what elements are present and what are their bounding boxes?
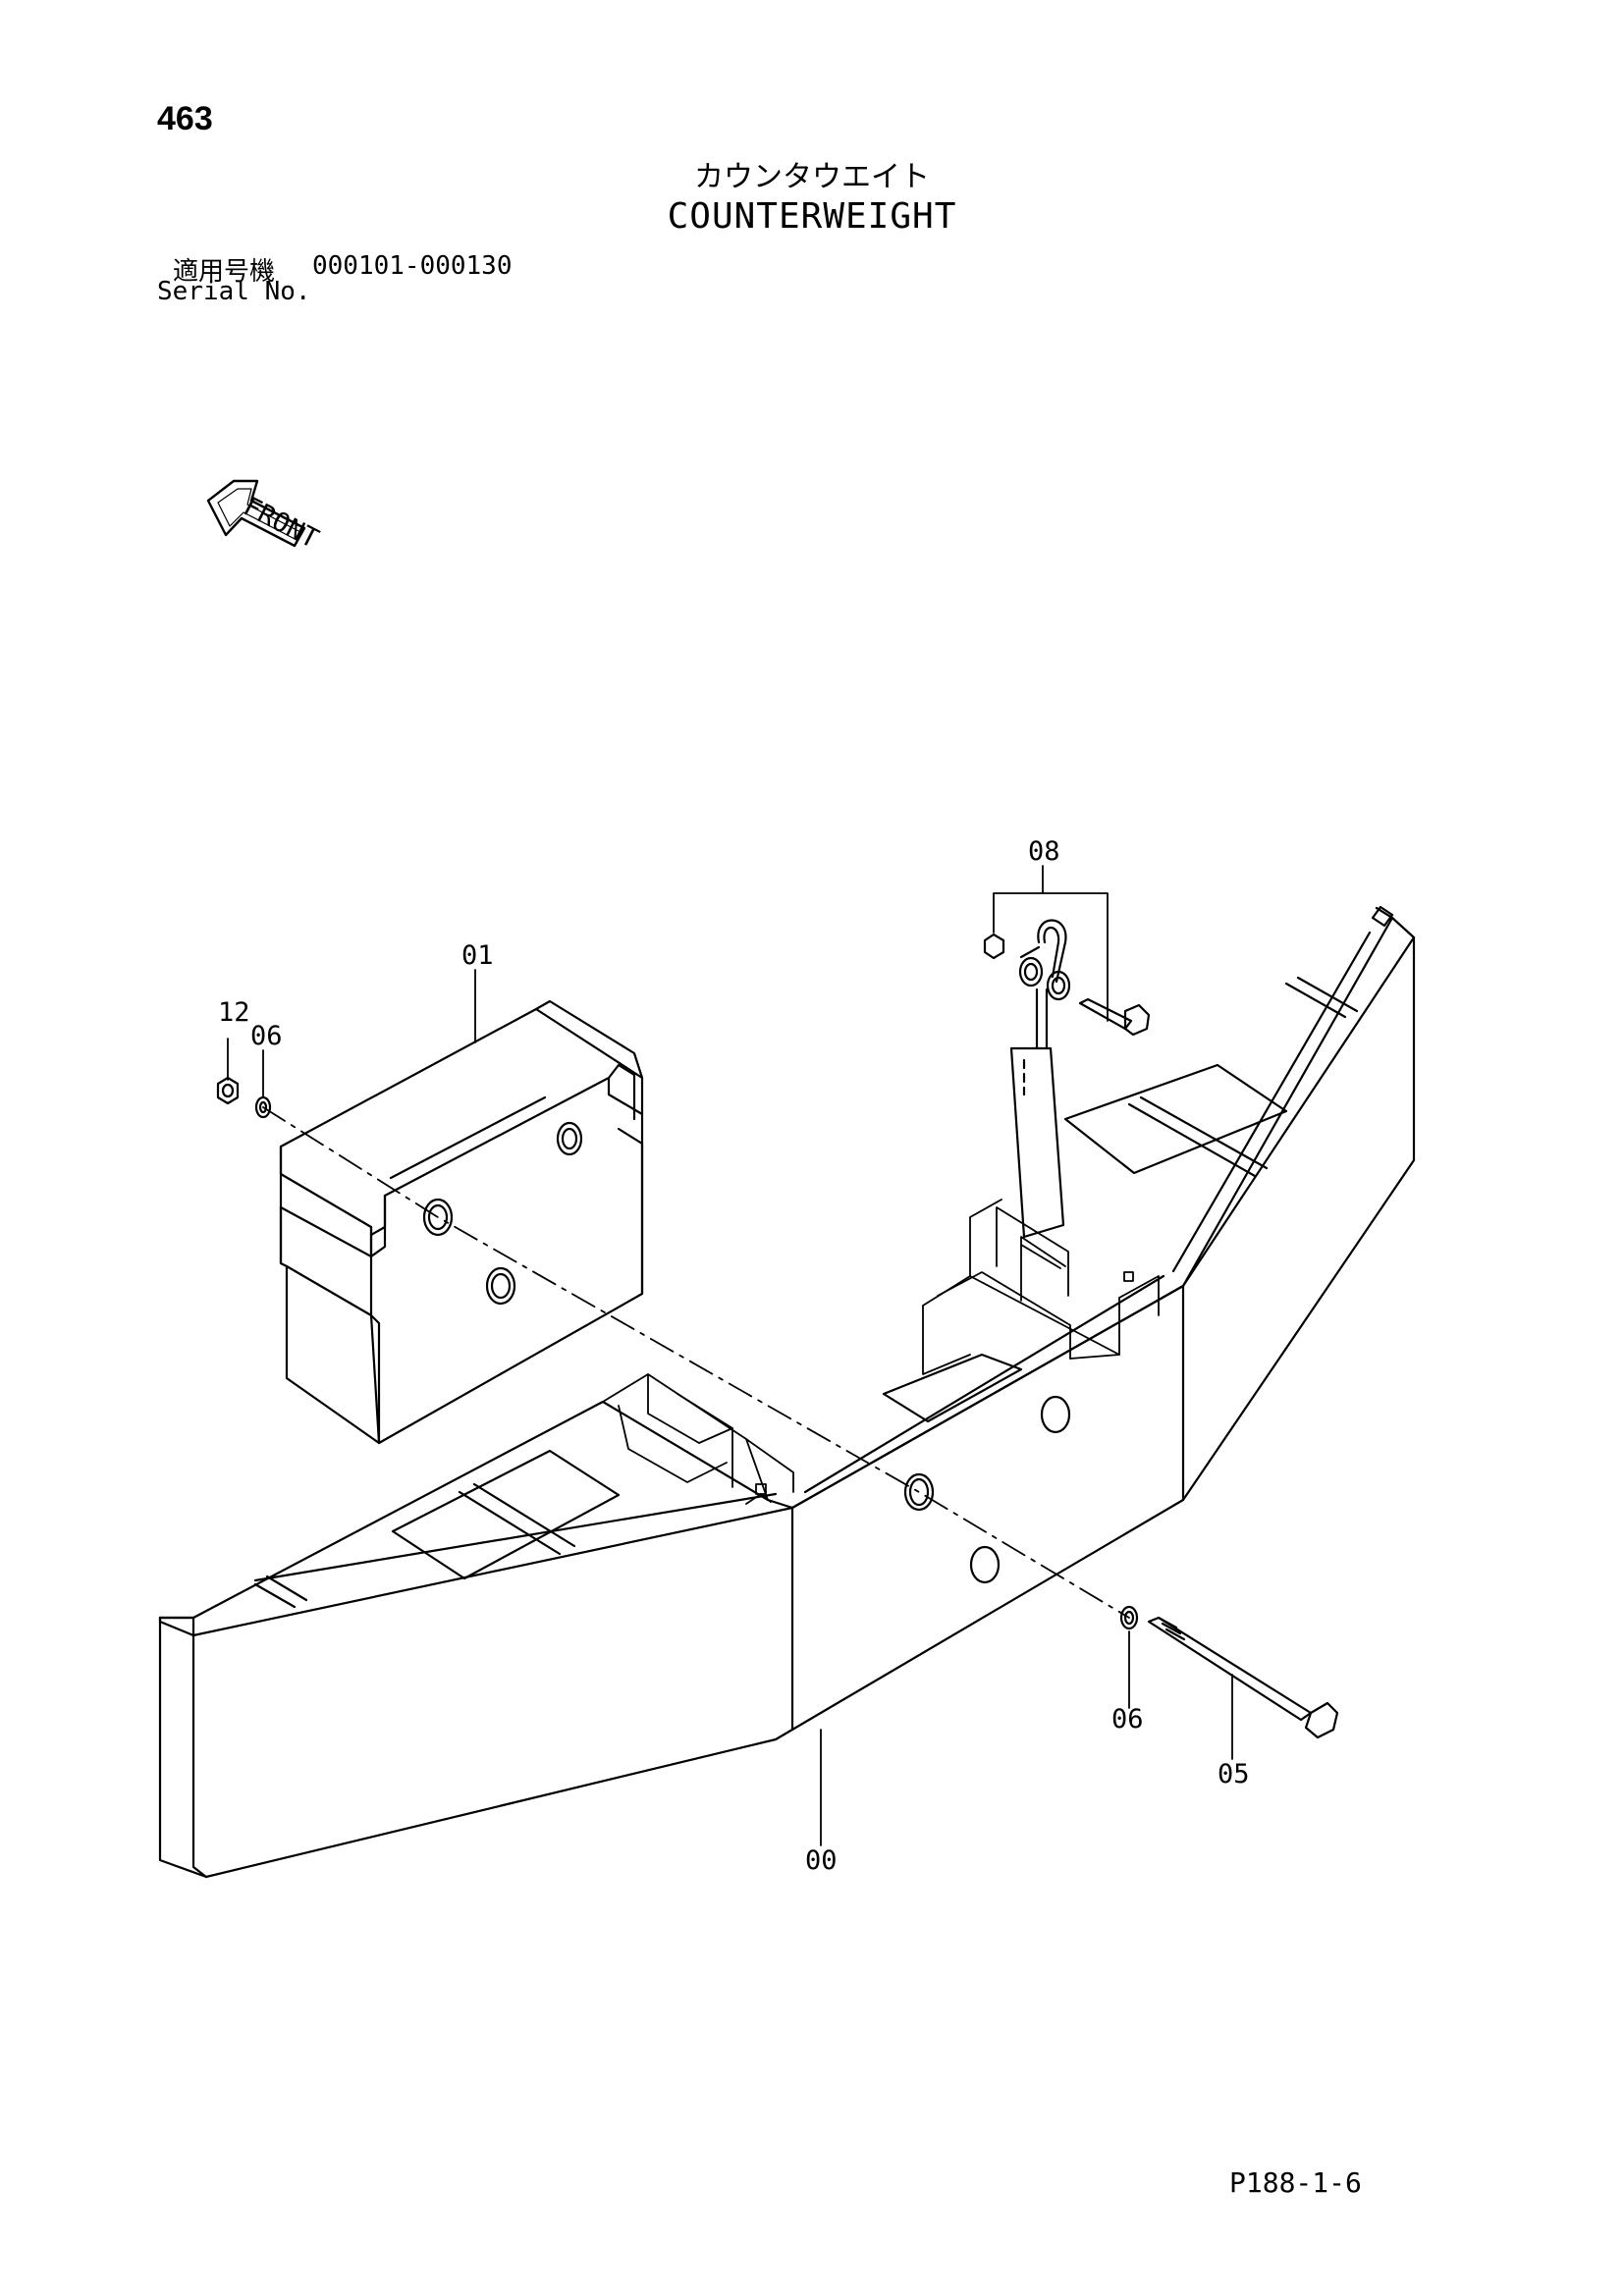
long-bolt-icon	[1147, 1616, 1339, 1739]
page-number: 463	[157, 100, 213, 137]
callout-05: 05	[1218, 1759, 1250, 1789]
document-code: P188-1-6	[1229, 2166, 1362, 2199]
lifting-plate	[1009, 988, 1065, 1239]
shackle-icon	[983, 919, 1151, 1037]
callout-12: 12	[218, 997, 250, 1028]
counterweight-frame	[602, 1199, 1160, 1505]
front-arrow-icon: FRONT	[206, 479, 323, 556]
serial-label-english: Serial No.	[157, 277, 311, 306]
callout-06-right: 06	[1111, 1704, 1144, 1735]
assembly-axis	[262, 1106, 1130, 1619]
front-label: FRONT	[239, 492, 323, 556]
title-japanese: カウンタウエイト	[694, 160, 930, 194]
serial-range: 000101-000130	[312, 251, 513, 281]
title-english: COUNTERWEIGHT	[667, 196, 957, 237]
counterweight-body	[158, 905, 1416, 1879]
callout-06-left: 06	[250, 1021, 283, 1051]
nut-icon	[216, 1076, 240, 1105]
serial-label-japanese: 適用号機	[173, 257, 276, 287]
callout-leaders	[227, 865, 1233, 1846]
callout-08: 08	[1028, 836, 1060, 867]
washer-icon	[1119, 1605, 1139, 1630]
callout-00: 00	[805, 1845, 838, 1876]
callout-01: 01	[461, 940, 494, 971]
weight-block	[279, 999, 644, 1445]
